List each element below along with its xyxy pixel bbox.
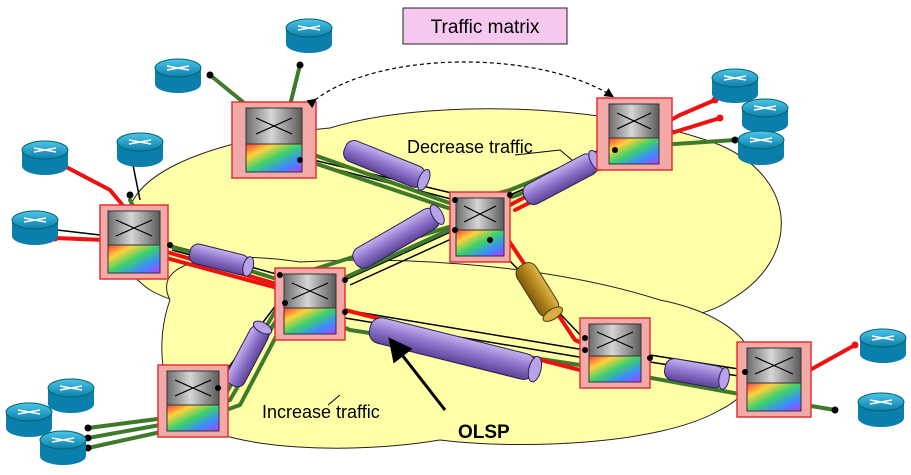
fiber-pipes [188,140,730,390]
router-icon [737,130,785,165]
fiber-pipe-icon [188,243,255,277]
router-icon [47,378,95,413]
traffic-matrix-box [402,7,568,45]
optical-switch-nodes [99,97,812,438]
router-icon [857,392,905,427]
olsp-gold-pipe-icon [515,262,563,322]
increase-traffic-label: Increase traffic [262,402,380,422]
router-icon [39,430,87,465]
optical-switch-node-icon [449,191,511,263]
fiber-pipe-icon [225,320,273,388]
increase-traffic-callout [327,394,341,406]
optical-switch-node-icon [157,364,229,438]
routers [5,18,907,465]
optical-switch-node-icon [99,204,169,280]
fiber-pipe-icon [352,204,445,269]
olsp-arrow [388,337,447,411]
fiber-pipe-icon [368,317,543,383]
traffic-matrix-arrow [306,61,615,109]
router-icon [11,210,59,245]
router-icon [859,328,907,363]
optical-switch-node-icon [736,341,812,418]
optical-switch-node-icon [231,101,317,179]
router-icon [116,132,164,167]
optical-switch-node-icon [596,97,673,171]
fiber-pipe-icon [664,358,730,390]
traffic-matrix-label: Traffic matrix [431,17,540,38]
decrease-traffic-callout [514,149,573,161]
olsp-label: OLSP [458,422,510,443]
router-icon [21,140,69,175]
router-icon [285,18,333,53]
optical-switch-node-icon [579,317,651,389]
fiber-pipe-icon [343,140,431,191]
router-icon [154,58,202,93]
router-icon [711,68,759,103]
decrease-traffic-label: Decrease traffic [407,137,533,157]
router-icon [5,402,53,437]
router-icon [741,98,789,133]
